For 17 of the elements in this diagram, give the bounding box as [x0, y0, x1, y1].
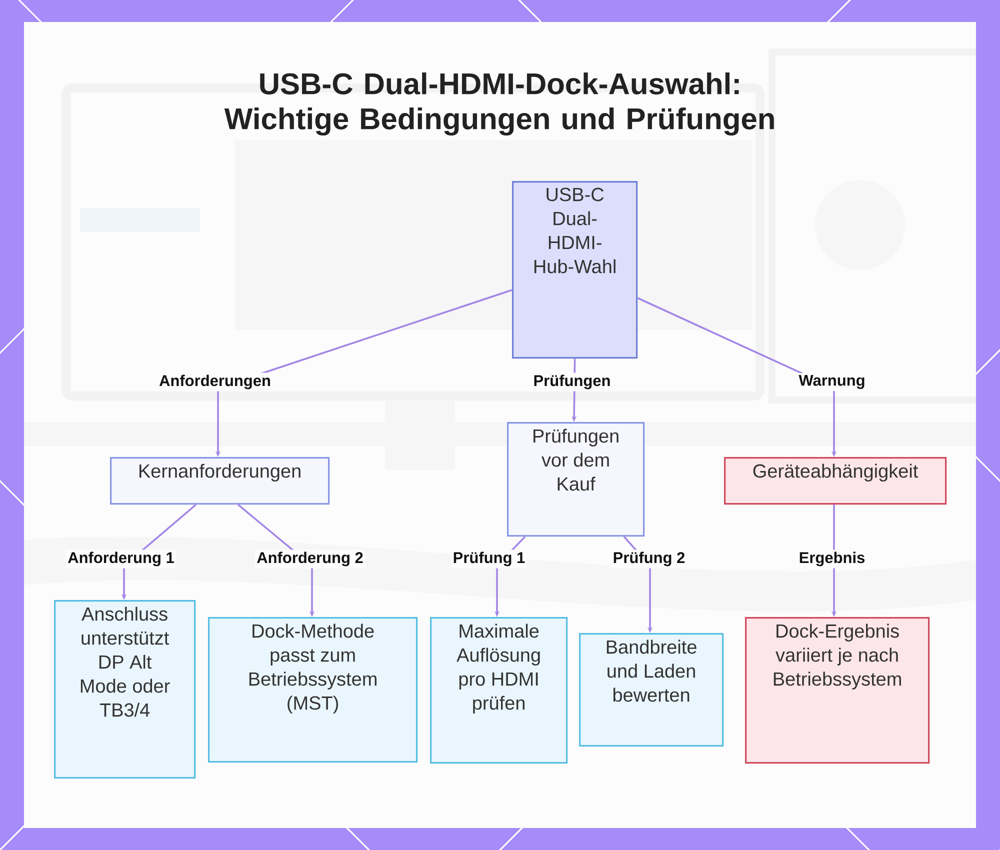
edge-label: Prüfung 1 — [450, 550, 528, 568]
edge-label: Anforderungen — [157, 372, 273, 392]
category-box: Kernanforderungen — [110, 457, 330, 505]
edge-label: Warnung — [796, 373, 868, 391]
edge-label: Ergebnis — [796, 550, 868, 568]
edge-label: Prüfungen — [531, 372, 613, 392]
edge-label: Anforderung 1 — [66, 550, 176, 568]
warning-box: Geräteabhängigkeit — [724, 457, 947, 505]
root-box: USB-C Dual-HDMI-Hub-Wahl — [512, 181, 638, 359]
detail-box: Maximale Auflösung pro HDMI prüfen — [430, 617, 568, 764]
title: USB-C Dual-HDMI-Dock-Auswahl: Wichtige Bedingungen und Prüfungen — [224, 72, 774, 136]
detail-box: Dock-Methode passt zum Betriebssystem (MST) — [208, 617, 418, 763]
detail-box: Anschluss unterstützt DP Alt Mode oder TB3/4 — [54, 600, 196, 779]
warning-box: Dock-Ergebnis variiert je nach Betriebssystem — [745, 617, 930, 764]
detail-box: Bandbreite und Laden bewerten — [579, 633, 724, 747]
edge-label: Anforderung 2 — [254, 550, 366, 568]
edge-label: Prüfung 2 — [610, 550, 688, 568]
